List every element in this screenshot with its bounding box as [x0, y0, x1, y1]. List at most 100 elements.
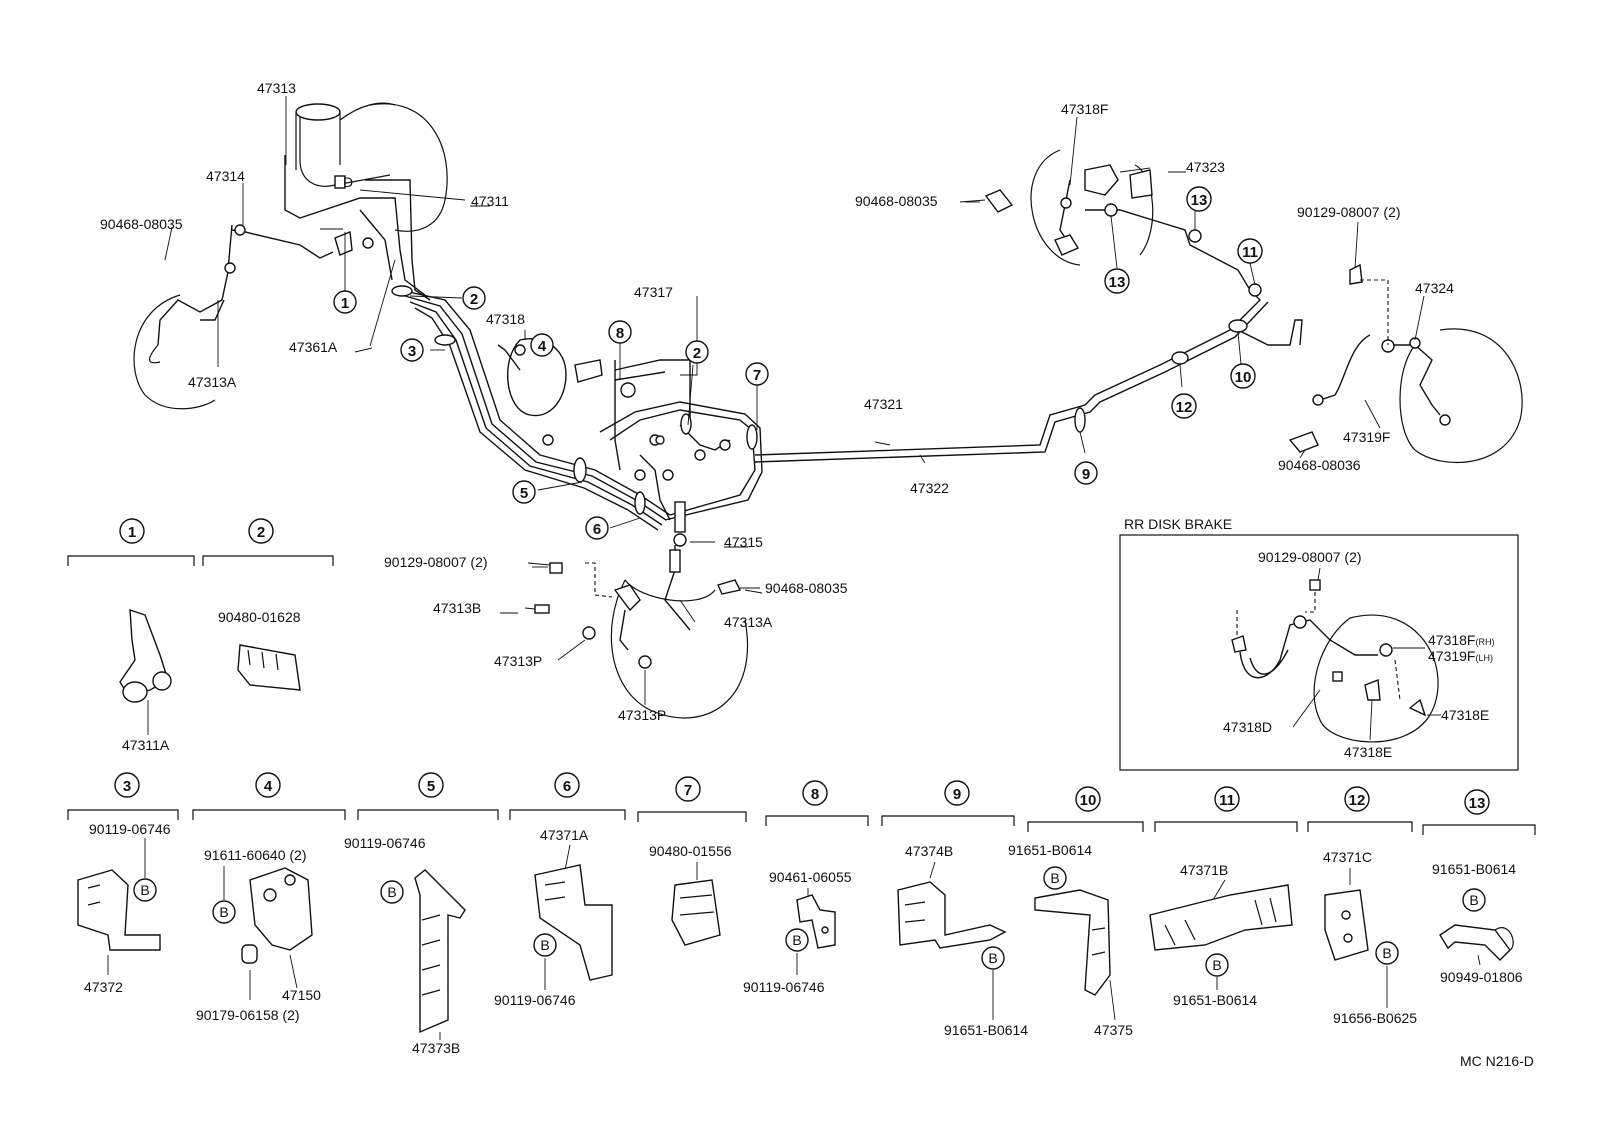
rr-label-47318e-b: 47318E [1344, 744, 1392, 760]
detail-3: 3 90119-06746 B 47372 [67, 772, 179, 995]
svg-text:3: 3 [123, 778, 131, 795]
svg-text:B: B [1382, 945, 1391, 961]
callout-6: 6 [585, 516, 609, 540]
d6-label-a: 47371A [540, 827, 589, 843]
callout-1: 1 [333, 290, 357, 314]
callout-8: 8 [608, 320, 632, 344]
detail-12: 12 47371C B 91656-B0625 [1307, 786, 1417, 1026]
label-47313a-top: 47313A [188, 374, 237, 390]
label-47314: 47314 [206, 168, 245, 184]
svg-text:7: 7 [684, 782, 692, 799]
label-47315: 47315 [724, 534, 763, 550]
detail-5: 5 90119-06746 B 47373B [344, 772, 499, 1056]
label-90468-08035-right: 90468-08035 [855, 193, 938, 209]
svg-text:11: 11 [1219, 792, 1235, 809]
svg-text:2: 2 [257, 524, 265, 541]
label-90480-01628: 90480-01628 [218, 609, 301, 625]
callout-5: 5 [512, 480, 536, 504]
callout-11: 11 [1237, 238, 1263, 264]
svg-text:7: 7 [753, 367, 761, 384]
svg-text:11: 11 [1242, 244, 1258, 261]
rear-right-hub [984, 149, 1523, 464]
label-47311a: 47311A [122, 737, 170, 753]
svg-text:4: 4 [538, 338, 547, 355]
svg-text:5: 5 [427, 778, 435, 795]
callout-2-a: 2 [462, 286, 486, 310]
svg-text:2: 2 [693, 345, 701, 362]
svg-text:3: 3 [408, 343, 416, 360]
svg-text:B: B [1212, 957, 1221, 973]
d3-label-a: 90119-06746 [89, 821, 171, 837]
rr-disk-brake-title: RR DISK BRAKE [1124, 516, 1232, 532]
svg-text:6: 6 [563, 778, 571, 795]
detail-9: 9 47374B B 91651-B0614 [881, 780, 1028, 1038]
label-47313: 47313 [257, 80, 296, 96]
svg-text:13: 13 [1469, 795, 1486, 812]
detail-4: 4 91611-60640 (2) B 47150 90179-06158 (2… [192, 772, 346, 1023]
d3-label-b: 47372 [84, 979, 123, 995]
d9-label-a: 47374B [905, 843, 953, 859]
label-47318f: 47318F [1061, 101, 1108, 117]
detail-6: 6 47371A B 90119-06746 [494, 772, 626, 1008]
svg-text:5: 5 [520, 485, 528, 502]
svg-text:8: 8 [811, 786, 819, 803]
svg-text:B: B [792, 932, 801, 948]
d5-label-a: 90119-06746 [344, 835, 426, 851]
svg-text:D: D [343, 174, 353, 190]
label-90129-08007-right: 90129-08007 (2) [1297, 204, 1401, 220]
svg-text:2: 2 [470, 291, 478, 308]
center-junction-cluster [497, 338, 763, 547]
label-47318: 47318 [486, 311, 525, 327]
svg-text:B: B [1050, 870, 1059, 886]
detail-10: 10 91651-B0614 B 47375 [1008, 786, 1144, 1038]
d4-label-c: 90179-06158 (2) [196, 1007, 300, 1023]
d10-label-a: 91651-B0614 [1008, 842, 1092, 858]
rr-disk-brake-box: RR DISK BRAKE 90129-08007 (2) 47318F(RH)… [1119, 516, 1519, 771]
detail-7: 7 90480-01556 [637, 776, 747, 946]
d4-label-a: 91611-60640 (2) [204, 847, 306, 863]
label-47361a: 47361A [289, 339, 338, 355]
top-labels: 47313 47314 47311 90468-08035 47361A 473… [100, 80, 1454, 723]
svg-text:13: 13 [1109, 274, 1126, 291]
rr-label-47318e-a: 47318E [1441, 707, 1489, 723]
svg-text:B: B [1469, 892, 1478, 908]
svg-text:B: B [140, 882, 149, 898]
callout-2-b: 2 [685, 340, 709, 364]
front-left-brake-lines [133, 155, 431, 410]
svg-text:9: 9 [1082, 466, 1090, 483]
svg-text:B: B [387, 884, 396, 900]
front-right-hub [534, 545, 749, 719]
d11-label-a: 47371B [1180, 862, 1228, 878]
svg-text:B: B [219, 904, 228, 920]
rr-label-47318f: 47318F(RH) [1428, 632, 1494, 648]
d5-label-b: 47373B [412, 1040, 460, 1056]
detail-11: 11 47371B B 91651-B0614 [1149, 786, 1298, 1008]
d4-label-b: 47150 [282, 987, 321, 1003]
detail-13: 13 91651-B0614 B 90949-01806 [1422, 789, 1536, 985]
diagram-code: MC N216-D [1460, 1053, 1534, 1069]
d9-label-b: 91651-B0614 [944, 1022, 1028, 1038]
d6-label-b: 90119-06746 [494, 992, 576, 1008]
label-47322: 47322 [910, 480, 949, 496]
callout-3: 3 [400, 338, 424, 362]
label-47324: 47324 [1415, 280, 1454, 296]
svg-text:1: 1 [128, 524, 136, 541]
callout-9: 9 [1074, 461, 1098, 485]
label-47313p-a: 47313P [494, 653, 542, 669]
rear-brake-lines [754, 203, 1303, 463]
svg-text:6: 6 [593, 521, 601, 538]
main-callouts: 1 2 3 4 8 2 7 5 [333, 186, 1263, 540]
svg-text:4: 4 [264, 778, 273, 795]
detail-8: 8 90461-06055 B 90119-06746 [743, 780, 869, 995]
d13-label-b: 90949-01806 [1440, 969, 1523, 985]
d12-label-a: 47371C [1323, 849, 1372, 865]
label-47321: 47321 [864, 396, 903, 412]
label-47323: 47323 [1186, 159, 1225, 175]
svg-text:1: 1 [341, 295, 349, 312]
rr-label-47318d: 47318D [1223, 719, 1272, 735]
svg-text:13: 13 [1191, 192, 1208, 209]
rr-label-90129: 90129-08007 (2) [1258, 549, 1362, 565]
callout-7: 7 [745, 362, 769, 386]
callout-4: 4 [530, 333, 554, 357]
